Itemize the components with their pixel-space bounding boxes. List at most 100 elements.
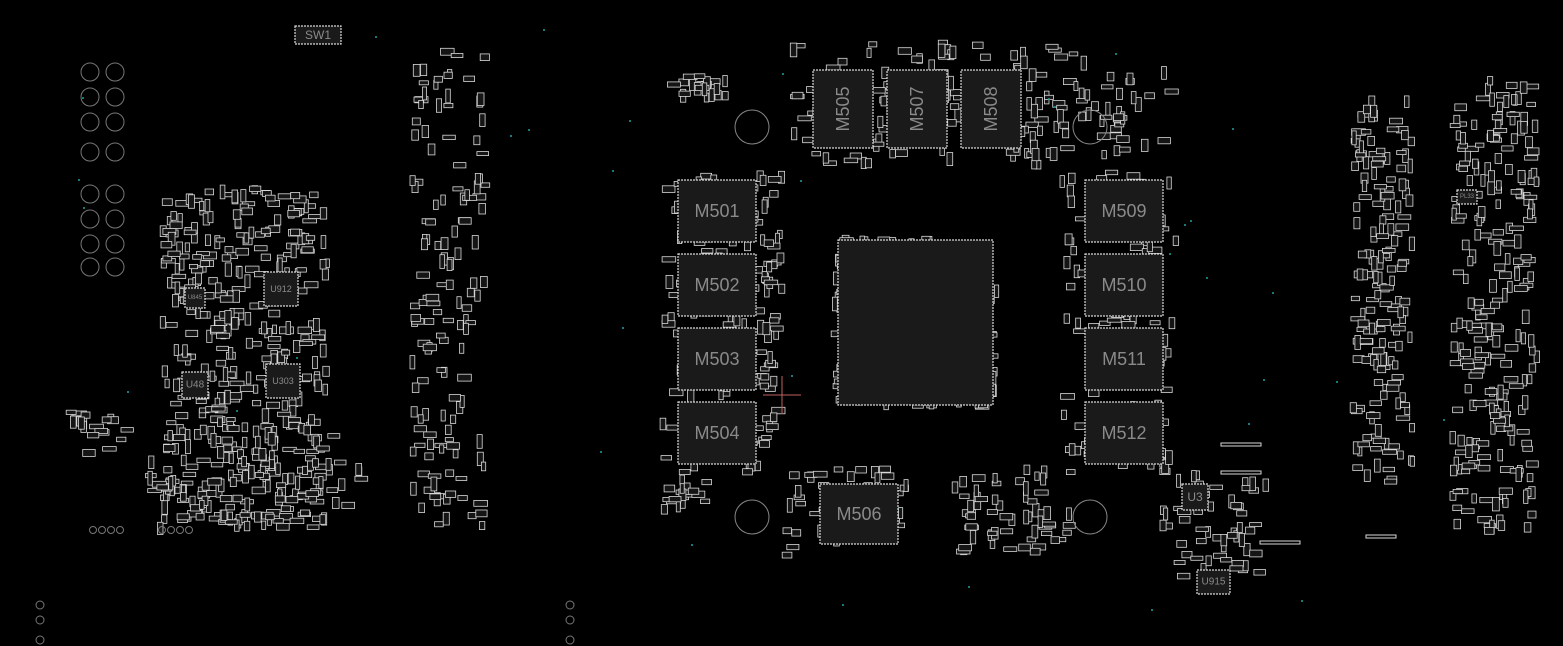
passive-component <box>1064 233 1073 246</box>
connector-bar <box>1220 442 1262 447</box>
passive-component <box>1355 152 1367 158</box>
test-pad <box>107 526 115 534</box>
passive-component <box>231 317 239 330</box>
passive-component <box>991 494 999 505</box>
passive-component <box>1463 273 1469 284</box>
passive-component <box>287 210 300 218</box>
chip-outline <box>184 287 206 309</box>
passive-component <box>203 292 215 300</box>
passive-component <box>1509 434 1515 446</box>
passive-component <box>1353 202 1361 212</box>
passive-component <box>1477 464 1491 472</box>
passive-component <box>1370 226 1377 238</box>
passive-component <box>1520 121 1528 134</box>
passive-component <box>1466 320 1473 331</box>
passive-component <box>778 283 786 294</box>
passive-component <box>1520 254 1532 261</box>
passive-component <box>1053 120 1059 133</box>
passive-component <box>1390 325 1406 332</box>
passive-component <box>1085 107 1092 121</box>
chip-outline <box>812 69 874 149</box>
chip-outline <box>1456 189 1478 205</box>
passive-component <box>1041 530 1053 536</box>
passive-component <box>1397 306 1404 319</box>
passive-component <box>937 43 946 58</box>
passive-component <box>452 449 459 459</box>
passive-component <box>756 349 767 355</box>
passive-component <box>1475 142 1485 148</box>
passive-component <box>420 63 428 76</box>
passive-component <box>762 322 771 336</box>
passive-component <box>1066 469 1076 476</box>
passive-component <box>661 320 676 328</box>
passive-component <box>1370 160 1384 168</box>
passive-component <box>206 329 213 343</box>
passive-component <box>148 455 155 470</box>
passive-component <box>456 296 462 309</box>
passive-component <box>1034 116 1049 123</box>
passive-component <box>1487 129 1494 142</box>
passive-component <box>1480 173 1486 187</box>
passive-component <box>1471 119 1478 130</box>
passive-component <box>1386 265 1397 273</box>
passive-component <box>1452 504 1463 512</box>
passive-component <box>877 115 884 129</box>
passive-component <box>1374 423 1382 437</box>
passive-component <box>795 500 806 507</box>
passive-component <box>1370 104 1378 118</box>
passive-component <box>478 202 486 215</box>
passive-component <box>1474 298 1484 306</box>
passive-component <box>433 75 443 83</box>
passive-component <box>767 175 782 183</box>
passive-component <box>813 470 828 478</box>
passive-component <box>411 129 419 141</box>
passive-component <box>795 484 802 498</box>
passive-component <box>660 455 673 461</box>
passive-component <box>1523 194 1538 200</box>
passive-component <box>701 478 712 486</box>
passive-component <box>314 379 322 392</box>
passive-component <box>411 117 421 126</box>
chip-pl33: PL33 <box>1456 189 1478 205</box>
passive-component <box>1229 565 1244 572</box>
passive-component <box>446 258 453 271</box>
passive-component <box>1461 462 1476 470</box>
test-pad <box>167 526 175 534</box>
passive-component <box>301 246 314 254</box>
passive-component <box>1035 71 1048 78</box>
passive-component <box>1492 229 1504 236</box>
chip-outline <box>960 69 1022 149</box>
passive-component <box>305 490 319 497</box>
passive-component <box>1376 365 1387 374</box>
passive-component <box>1026 97 1032 111</box>
passive-component <box>446 442 460 450</box>
passive-component <box>226 417 236 422</box>
passive-component <box>1449 431 1456 445</box>
passive-component <box>290 243 297 259</box>
passive-component <box>479 521 486 531</box>
passive-component <box>1238 533 1246 547</box>
passive-component <box>299 340 313 346</box>
chip-m510: M510 <box>1084 253 1164 317</box>
connector-bar <box>1220 470 1262 475</box>
passive-component <box>1388 443 1400 450</box>
passive-component <box>1457 434 1465 447</box>
passive-component <box>253 384 259 394</box>
passive-component <box>244 497 251 512</box>
via <box>236 410 238 412</box>
passive-component <box>666 424 680 431</box>
passive-component <box>1455 213 1467 219</box>
passive-component <box>1349 402 1357 414</box>
connector-pad <box>105 62 125 82</box>
chip-outline <box>1084 179 1164 243</box>
passive-component <box>170 211 177 221</box>
passive-component <box>162 444 176 453</box>
passive-component <box>1382 449 1397 455</box>
passive-component <box>276 411 292 417</box>
chip-gpu <box>837 239 994 406</box>
passive-component <box>1395 340 1403 352</box>
via <box>296 357 298 359</box>
passive-component <box>999 513 1014 521</box>
passive-component <box>1399 297 1411 306</box>
